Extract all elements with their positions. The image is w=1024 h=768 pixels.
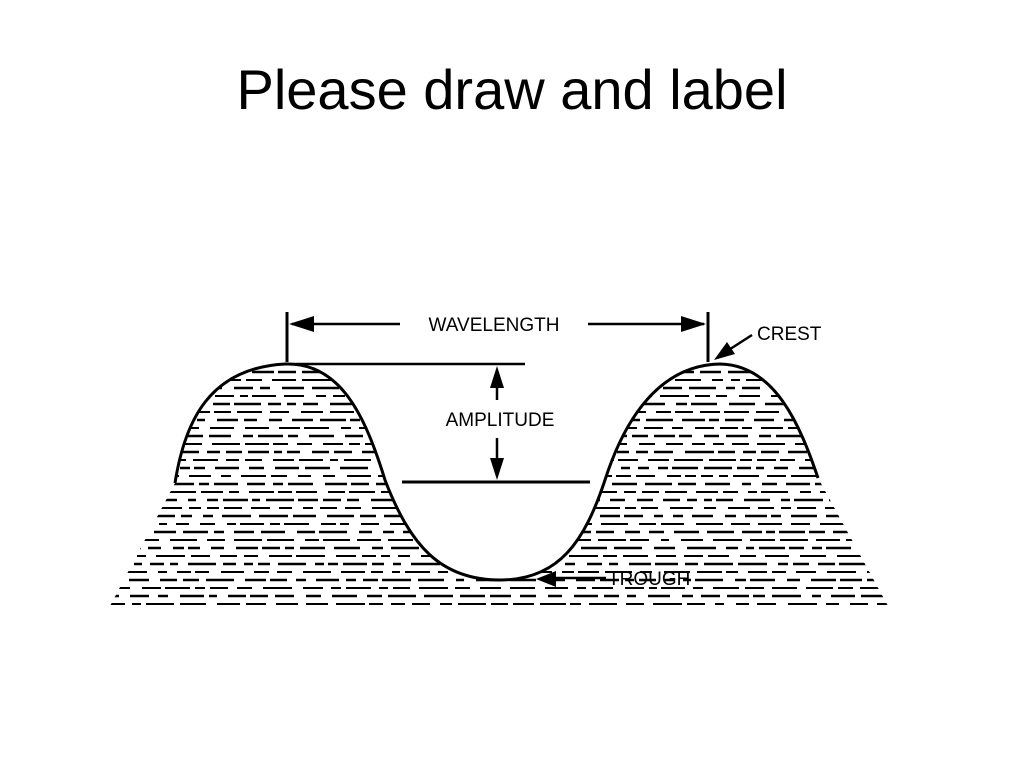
- trough-annotation: TROUGH: [536, 569, 690, 590]
- crest-annotation: CREST: [714, 324, 822, 360]
- trough-label: TROUGH: [608, 569, 690, 590]
- wavelength-dimension: WAVELENGTH: [285, 312, 710, 362]
- amplitude-dimension: AMPLITUDE: [296, 362, 590, 484]
- crest-arrow: [714, 342, 735, 360]
- slide-title: Please draw and label: [236, 58, 788, 121]
- water-hatching: [110, 370, 888, 605]
- wave-outline: [173, 362, 820, 582]
- wavelength-label: WAVELENGTH: [429, 315, 560, 336]
- trough-arrow: [536, 571, 556, 587]
- wavelength-right-arrow: [681, 316, 706, 332]
- crest-label: CREST: [757, 324, 822, 345]
- amplitude-down-arrow: [490, 458, 504, 480]
- amplitude-up-arrow: [490, 366, 504, 388]
- wavelength-left-arrow: [289, 316, 314, 332]
- amplitude-label: AMPLITUDE: [446, 410, 555, 431]
